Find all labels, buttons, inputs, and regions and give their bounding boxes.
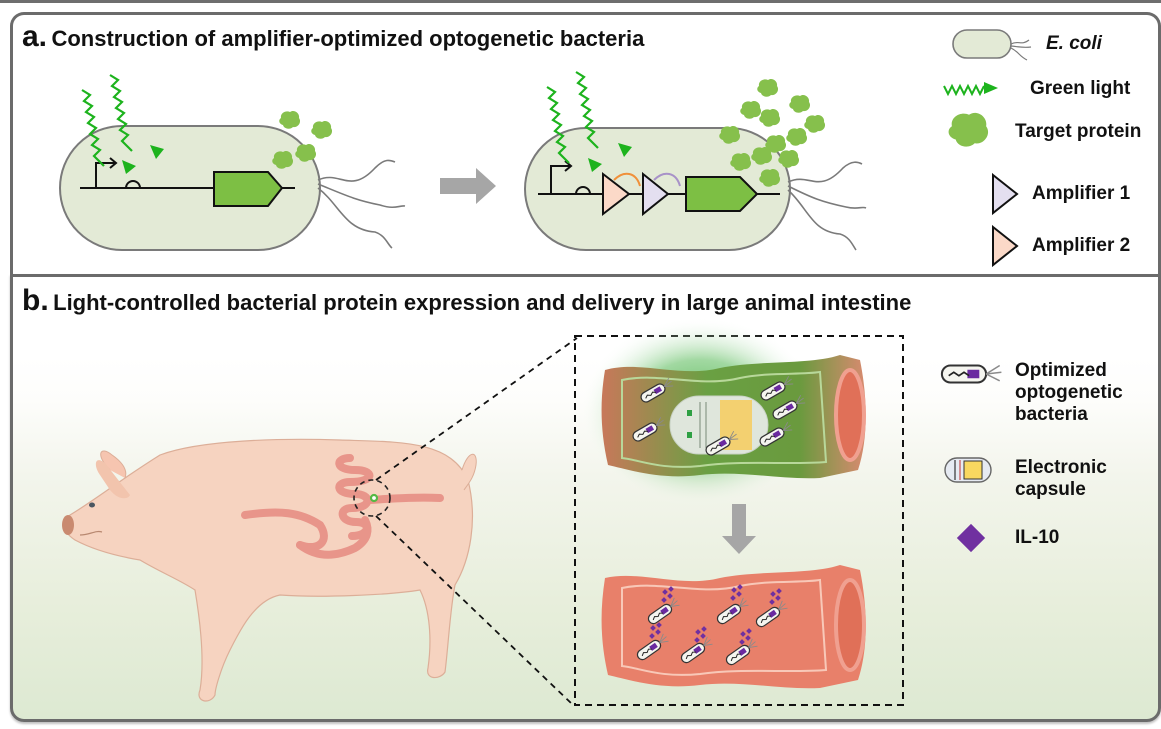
rbs-icon xyxy=(575,186,591,195)
light-arrowhead xyxy=(618,143,632,157)
promoter-arrow-icon xyxy=(550,160,573,194)
target-protein-icon xyxy=(948,112,989,147)
legend-line: Optimized xyxy=(1015,360,1107,381)
il10-diamond-icon xyxy=(956,523,986,553)
panel-a-title: a. Construction of amplifier-optimized o… xyxy=(22,20,644,54)
capsule-location-marker xyxy=(369,493,379,503)
panel-b-letter: b. xyxy=(22,284,49,317)
amplifier-2-triangle-icon xyxy=(992,224,1019,268)
optimized-bacteria-icon xyxy=(940,364,1003,384)
panel-b-title: b. Light-controlled bacterial protein ex… xyxy=(22,284,911,318)
target-gene-cds xyxy=(213,171,284,207)
pig-illustration xyxy=(62,438,477,702)
flagella xyxy=(317,159,406,249)
legend-label-amplifier-1: Amplifier 1 xyxy=(1032,183,1131,204)
legend-label-amplifier-2: Amplifier 2 xyxy=(1032,235,1131,256)
light-arrowhead xyxy=(150,145,164,159)
intestine-illuminated xyxy=(601,355,866,479)
legend-label-e-coli: E. coli xyxy=(1046,33,1102,54)
legend-label-optimized-bacteria: Optimized optogenetic bacteria xyxy=(1015,360,1123,426)
amplifier-1-part xyxy=(642,171,670,217)
e-coli-cell-icon xyxy=(952,29,1032,61)
green-light-rays xyxy=(81,74,133,167)
legend-label-il10: IL-10 xyxy=(1015,527,1060,548)
top-rule xyxy=(0,0,1161,3)
legend-line: Electronic xyxy=(1015,457,1107,478)
wild-type-bacterium xyxy=(59,74,406,251)
target-gene-cds xyxy=(685,176,759,212)
zoom-line-top xyxy=(375,337,578,481)
green-light-wave-icon xyxy=(943,82,998,97)
promoter-arrow-icon xyxy=(95,157,118,188)
panel-b-title-text: Light-controlled bacterial protein expre… xyxy=(53,290,912,315)
legend-label-green-light: Green light xyxy=(1030,78,1131,99)
panel-a-letter: a. xyxy=(22,20,48,53)
amplifier-2-part xyxy=(602,171,631,217)
light-arrowhead xyxy=(588,158,602,172)
legend-label-target-protein: Target protein xyxy=(1015,121,1142,142)
transition-arrow-right xyxy=(440,168,496,204)
rbs-icon xyxy=(125,180,141,189)
legend-label-electronic-capsule: Electronic capsule xyxy=(1015,457,1107,501)
light-arrowhead xyxy=(122,160,136,174)
panel-a-title-text: Construction of amplifier-optimized opto… xyxy=(51,26,645,51)
green-light-rays xyxy=(546,71,599,164)
activation-arrow-orange xyxy=(613,172,641,187)
legend-line: capsule xyxy=(1015,478,1086,500)
activation-arrow-purple xyxy=(653,172,681,187)
transition-arrow-down xyxy=(722,504,756,554)
zoom-line-bottom xyxy=(375,515,573,705)
pig-intestine xyxy=(241,454,444,559)
zoom-circle xyxy=(353,479,391,517)
flagella xyxy=(787,161,867,251)
legend-line: bacteria xyxy=(1015,403,1088,425)
electronic-capsule-icon xyxy=(944,457,992,483)
intestine-after xyxy=(601,565,866,689)
legend-line: optogenetic xyxy=(1015,381,1123,403)
amplifier-1-triangle-icon xyxy=(992,172,1019,216)
amplified-bacterium xyxy=(524,71,867,251)
